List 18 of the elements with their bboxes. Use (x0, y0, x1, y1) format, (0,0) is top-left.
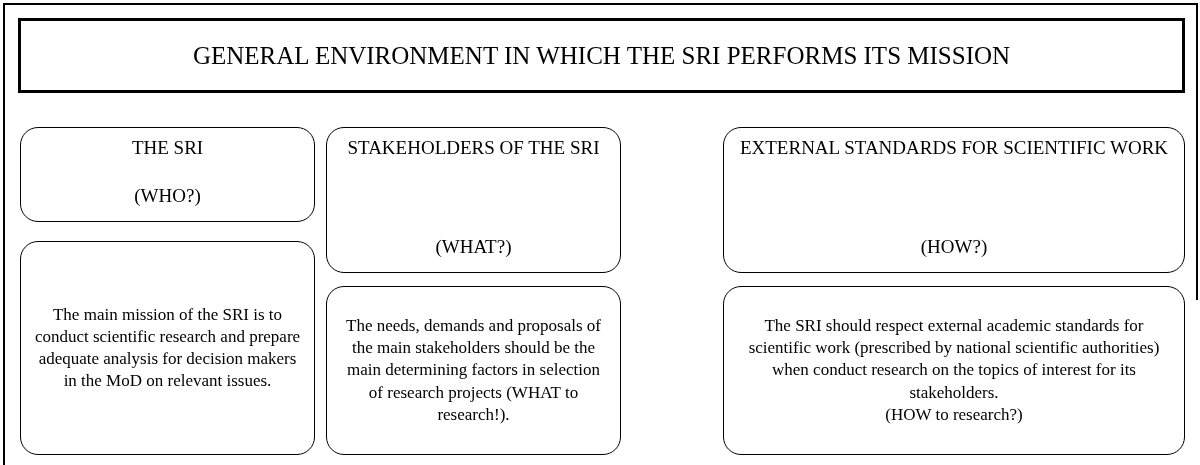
box-text: The needs, demands and proposals of the main stakeholders should be the main determining factors in selection of research projects (WHAT to research!). (345, 315, 602, 426)
title-box (18, 18, 1185, 93)
box-subtext: (WHAT?) (435, 235, 512, 260)
heading-box (20, 127, 315, 222)
box-text: THE SRI (131, 136, 204, 160)
heading-box (723, 127, 1185, 273)
heading-box (326, 127, 621, 273)
text-box (326, 286, 621, 455)
box-subtext: (WHO?) (134, 184, 201, 209)
text-box (20, 241, 315, 455)
box-text: The SRI should respect external academic standards for scientific work (prescribed by national scientific authorities) when conduct research on the topics of interest for its stakeholders. (747, 315, 1161, 404)
box-text: GENERAL ENVIRONMENT IN WHICH THE SRI PERFORMS ITS MISSION (192, 40, 1011, 71)
text-box (723, 286, 1185, 455)
box-subtext: (HOW to research?) (885, 403, 1023, 426)
box-text: The main mission of the SRI is to conduct scientific research and prepare adequate analysis for decision makers in the MoD on relevant issues. (33, 303, 302, 393)
box-text: EXTERNAL STANDARDS FOR SCIENTIFIC WORK (739, 136, 1169, 160)
box-text: STAKEHOLDERS OF THE SRI (347, 136, 600, 160)
box-subtext: (HOW?) (920, 235, 988, 260)
